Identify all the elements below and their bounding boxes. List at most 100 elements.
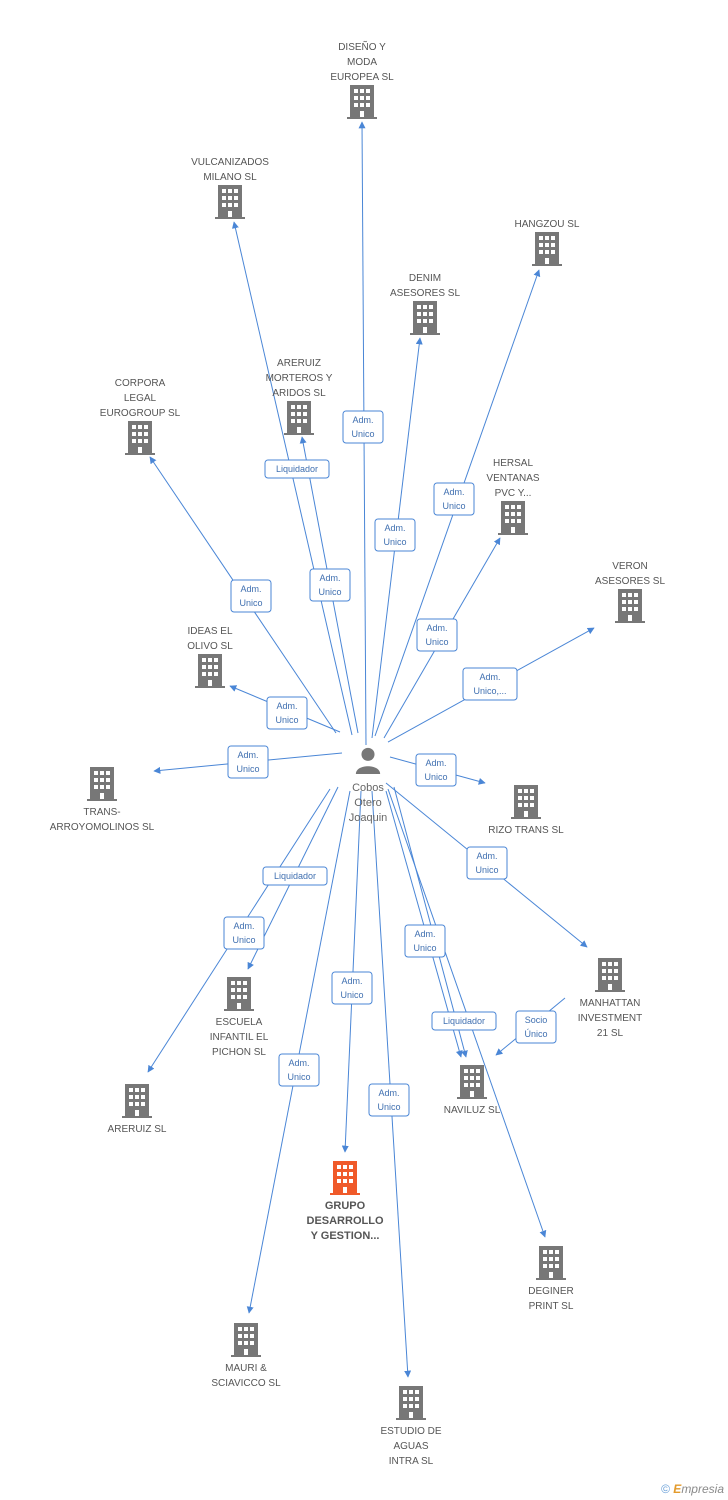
edge-label-frame	[415, 753, 457, 787]
edge-label-frame	[227, 745, 269, 779]
edge-label-box[interactable]: Liquidador	[262, 866, 328, 886]
building-icon	[498, 501, 528, 535]
edge-label-text: Adm.	[352, 415, 373, 425]
edge-p-n18	[246, 790, 351, 1314]
company-name-line: HERSAL	[493, 458, 533, 469]
edge-label-box[interactable]: Adm. Unico	[227, 745, 269, 779]
company-name-line: DISEÑO Y	[338, 40, 386, 53]
edge-label-box[interactable]: Adm.Unico	[278, 1053, 320, 1087]
edge-label-box[interactable]: Adm. Unico,...	[462, 667, 518, 701]
company-name-line: ARROYOMOLINOS SL	[50, 822, 155, 833]
building-icon	[195, 654, 225, 688]
edge-label-text: Adm.	[237, 750, 258, 760]
company-name-line: ESTUDIO DE	[380, 1426, 441, 1437]
edge-label-box[interactable]: Adm. Unico	[342, 410, 384, 444]
company-name-line: RIZO TRANS SL	[488, 825, 564, 836]
edge-label-text: Liquidador	[443, 1016, 485, 1026]
company-name-line: DENIM	[409, 273, 441, 284]
edge-label-text: Unico	[424, 772, 447, 782]
edge-label-text: Unico	[442, 501, 465, 511]
company-name-line: PRINT SL	[529, 1301, 574, 1312]
company-name-line: LEGAL	[124, 393, 157, 404]
company-name-line: DESARROLLO	[307, 1215, 384, 1227]
edge-label-frame	[230, 579, 272, 613]
edge-label-text: Adm.	[479, 672, 500, 682]
building-icon	[532, 232, 562, 266]
edge-label-box[interactable]: Adm.Unico	[415, 753, 457, 787]
company-name-line: SCIAVICCO SL	[211, 1378, 281, 1389]
edge-label-frame	[462, 667, 518, 701]
edge-label-text: Adm.	[414, 929, 435, 939]
company-name-line: NAVILUZ SL	[444, 1105, 501, 1116]
edge-label-frame	[466, 846, 508, 880]
edge-label-box[interactable]: Liquidador	[264, 459, 330, 479]
company-node-n10[interactable]: TRANS- ARROYOMOLINOS SL	[50, 767, 155, 833]
edge-label-frame	[309, 568, 351, 602]
edge-label-box[interactable]: Adm.Unico	[466, 846, 508, 880]
building-icon	[615, 589, 645, 623]
edge-label-box[interactable]: Adm.Unico	[309, 568, 351, 602]
company-name-line: ARIDOS SL	[272, 388, 326, 399]
brand-initial: E	[673, 1482, 682, 1496]
edge-label-box[interactable]: Adm.Unico	[404, 924, 446, 958]
edge-label-text: Unico	[377, 1102, 400, 1112]
company-name-line: INFANTIL EL	[210, 1032, 269, 1043]
edge-label-box[interactable]: Adm. Unico	[433, 482, 475, 516]
edge-label-frame	[266, 696, 308, 730]
edge-label-box[interactable]: Adm.Unico	[416, 618, 458, 652]
building-icon	[347, 85, 377, 119]
brand-logo[interactable]: Empresia	[673, 1482, 724, 1496]
company-name-line: ARERUIZ SL	[108, 1124, 167, 1135]
company-node-n15[interactable]: ARERUIZ SL	[108, 1084, 167, 1135]
company-name-line: INTRA SL	[389, 1456, 434, 1467]
person-name-line: Joaquin	[349, 812, 388, 824]
building-icon	[125, 421, 155, 455]
edge-label-box[interactable]: Adm.Unico	[223, 916, 265, 950]
company-node-n11[interactable]: RIZO TRANS SL	[488, 785, 564, 836]
company-name-line: EUROPEA SL	[330, 72, 394, 83]
edge-label-box[interactable]: Adm.Unico	[331, 971, 373, 1005]
person-name-line: Otero	[354, 797, 382, 809]
company-name-line: CORPORA	[115, 378, 166, 389]
company-name-line: OLIVO SL	[187, 641, 233, 652]
edge-label-box[interactable]: Adm.Unico	[374, 518, 416, 552]
edge-label-text: Unico,...	[473, 686, 506, 696]
company-node-n6[interactable]: CORPORA LEGAL EUROGROUP SL	[100, 378, 181, 455]
edge-label-text: Adm.	[341, 976, 362, 986]
edge-label-text: Unico	[425, 637, 448, 647]
edge-label-frame	[223, 916, 265, 950]
building-icon	[511, 785, 541, 819]
edge-label-box[interactable]: Adm.Unico	[230, 579, 272, 613]
edge-label-box[interactable]: Adm.Unico	[266, 696, 308, 730]
company-node-n3[interactable]: HANGZOU SL	[514, 219, 580, 266]
company-name-line: TRANS-	[83, 807, 120, 818]
company-name-line: EUROGROUP SL	[100, 408, 181, 419]
edge-label-text: Unico	[351, 429, 374, 439]
building-icon	[396, 1386, 426, 1420]
edge-label-text: Unico	[236, 764, 259, 774]
edge-labels-layer: Adm.UnicoAdm.UnicoAdm.UnicoAdm.UnicoLiqu…	[223, 410, 557, 1117]
edge-label-text: Adm.	[443, 487, 464, 497]
company-node-n18[interactable]: MAURI &SCIAVICCO SL	[211, 1323, 281, 1389]
company-node-n14[interactable]: NAVILUZ SL	[444, 1065, 501, 1116]
edge-label-text: Adm.	[476, 851, 497, 861]
company-name-line: ESCUELA	[216, 1017, 263, 1028]
edge-label-frame	[342, 410, 384, 444]
edge-label-box[interactable]: Adm.Unico	[368, 1083, 410, 1117]
copyright-symbol: ©	[661, 1482, 670, 1496]
edge-label-box[interactable]: Liquidador	[431, 1011, 497, 1031]
